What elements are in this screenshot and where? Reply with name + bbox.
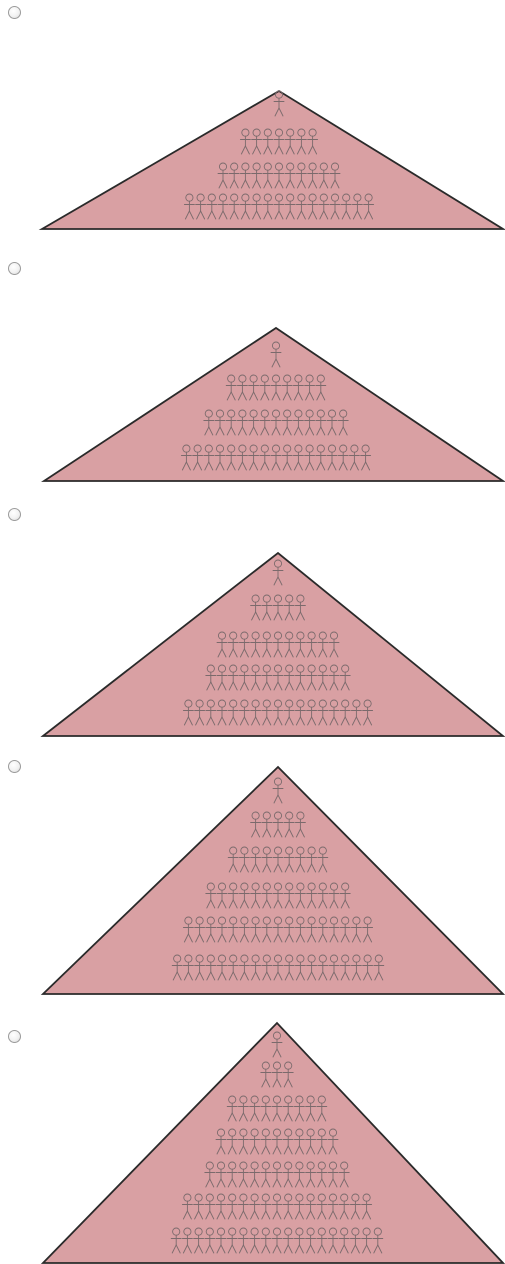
answer-option-b[interactable] <box>0 240 505 490</box>
pyramid-triangle <box>43 553 503 736</box>
pyramid-triangle <box>42 91 503 229</box>
population-pyramid-b <box>0 240 505 490</box>
population-pyramid-c <box>0 490 505 745</box>
pyramid-triangle <box>44 328 503 481</box>
answer-option-e[interactable] <box>0 1010 505 1264</box>
population-pyramid-a <box>0 0 505 240</box>
answer-option-d[interactable] <box>0 745 505 1010</box>
answer-option-c[interactable] <box>0 490 505 745</box>
population-pyramid-e <box>0 1010 505 1264</box>
pyramid-triangle <box>43 767 503 994</box>
pyramid-triangle <box>43 1023 503 1263</box>
population-pyramid-d <box>0 745 505 1010</box>
answer-option-a[interactable] <box>0 0 505 240</box>
